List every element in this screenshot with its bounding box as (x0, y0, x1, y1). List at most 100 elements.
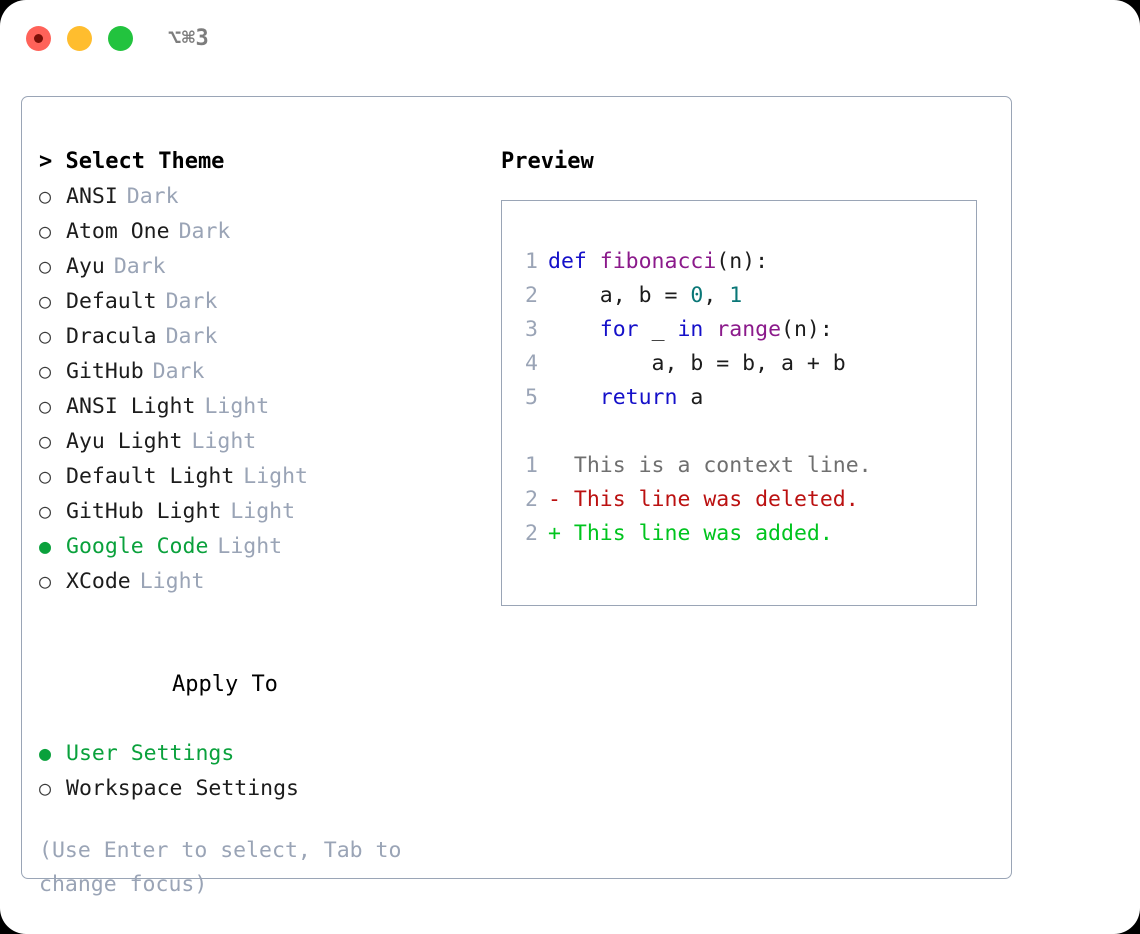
minimize-button[interactable] (67, 26, 92, 51)
diff-line-content: This is a context line. (548, 453, 872, 478)
radio-unselected-icon: ○ (39, 569, 52, 593)
code-token-kw: in (677, 317, 704, 342)
theme-option-category: Light (243, 464, 309, 489)
theme-option-category: Light (217, 534, 283, 559)
theme-option-label: Google Code (66, 534, 209, 559)
code-line-content: a, b = b, a + b (548, 347, 846, 381)
code-token-kw: for (599, 317, 639, 342)
apply-to-heading: Apply To (39, 633, 479, 736)
line-number: 3 (525, 317, 538, 342)
theme-option-category: Light (139, 569, 205, 594)
theme-option-label: Ayu (66, 254, 105, 279)
keyboard-hint: (Use Enter to select, Tab to change focu… (39, 838, 402, 897)
code-line-content: return a (548, 381, 704, 415)
theme-option-category: Dark (165, 289, 218, 314)
diff-line-content: + This line was added. (548, 521, 833, 546)
code-token-plain (548, 385, 600, 410)
theme-option-label: GitHub Light (66, 499, 222, 524)
diff-line: 2- This line was deleted. (502, 483, 976, 517)
line-number: 4 (525, 351, 538, 376)
code-token-plain (548, 317, 600, 342)
apply-option-user-settings[interactable]: ● User Settings (39, 736, 479, 771)
apply-to-heading-indent (145, 667, 172, 701)
apply-to-heading-label: Apply To (171, 672, 278, 697)
theme-option-label: Atom One (66, 219, 170, 244)
theme-option-label: Default (66, 289, 157, 314)
list-spacer (39, 599, 479, 633)
theme-option-ayu-light[interactable]: ○ Ayu Light Light (39, 424, 479, 459)
code-line-content: a, b = 0, 1 (548, 279, 742, 313)
maximize-button[interactable] (108, 26, 133, 51)
apply-to-list[interactable]: ● User Settings ○Workspace Settings (39, 736, 479, 806)
radio-unselected-icon: ○ (39, 184, 52, 208)
theme-option-label: ANSI Light (66, 394, 196, 419)
code-token-plain: a (677, 385, 704, 410)
code-token-num: 1 (729, 283, 743, 308)
diff-line: 1 This is a context line. (502, 449, 976, 483)
title-bar: ⌥⌘3 (0, 0, 1140, 78)
line-number: 2 (525, 521, 538, 546)
apply-option-label: Workspace Settings (66, 776, 299, 801)
radio-unselected-icon: ○ (39, 359, 52, 383)
close-dot-icon (34, 34, 43, 43)
code-token-plain: , (703, 283, 730, 308)
close-button[interactable] (26, 26, 51, 51)
theme-option-category: Dark (113, 254, 166, 279)
radio-unselected-icon: ○ (39, 324, 52, 348)
theme-option-label: Ayu Light (66, 429, 183, 454)
theme-option-category: Light (191, 429, 257, 454)
code-token-plain: a, b = (548, 283, 691, 308)
code-token-plain (703, 317, 716, 342)
line-number: 1 (525, 453, 538, 478)
window-controls (26, 26, 133, 51)
apply-option-workspace-settings[interactable]: ○Workspace Settings (39, 771, 479, 806)
code-line: 5 return a (502, 381, 976, 415)
code-token-kw: return (599, 385, 678, 410)
code-line-content: def fibonacci(n): (548, 245, 768, 279)
code-token-fn: fibonacci (599, 249, 717, 274)
code-line: 4 a, b = b, a + b (502, 347, 976, 381)
apply-option-label: User Settings (66, 741, 235, 766)
keyboard-shortcut-label: ⌥⌘3 (168, 26, 210, 51)
code-line-content: for _ in range(n): (548, 313, 833, 347)
code-token-num: 0 (690, 283, 704, 308)
select-theme-heading: > Select Theme (39, 149, 225, 174)
radio-unselected-icon: ○ (39, 429, 52, 453)
preview-title: Preview (501, 149, 594, 174)
radio-selected-icon: ● (39, 534, 52, 558)
theme-option-category: Dark (178, 219, 231, 244)
theme-option-label: GitHub (66, 359, 144, 384)
radio-selected-icon: ● (39, 741, 52, 765)
code-token-fn: range (716, 317, 782, 342)
code-token-plain: _ (638, 317, 678, 342)
code-token-kw: def (548, 249, 600, 274)
diff-line: 2 + This line was added. (502, 517, 976, 551)
theme-option-label: ANSI (66, 184, 118, 209)
theme-option-category: Light (204, 394, 270, 419)
theme-option-label: Dracula (66, 324, 157, 349)
line-number: 2 (525, 283, 538, 308)
line-number: 2 (525, 487, 538, 512)
theme-option-label: Default Light (66, 464, 235, 489)
theme-option-google-code[interactable]: ● Google Code Light (39, 529, 479, 564)
code-line: 3 for _ in range(n): (502, 313, 976, 347)
code-token-plain: a, b = b, a + b (548, 351, 846, 376)
radio-unselected-icon: ○ (39, 499, 52, 523)
